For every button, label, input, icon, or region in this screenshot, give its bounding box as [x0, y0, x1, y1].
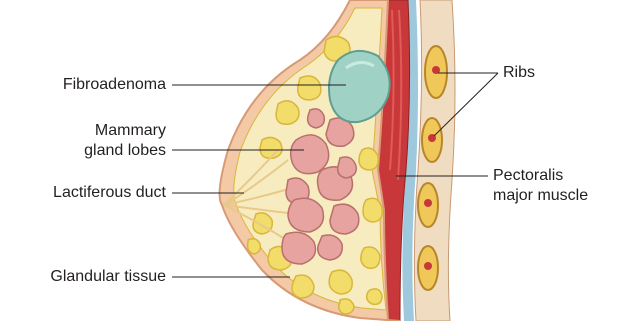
label-mammary-line1: Mammary	[50, 122, 166, 140]
label-pectoralis-line1: Pectoralis	[493, 167, 563, 185]
label-lactiferous-duct: Lactiferous duct	[6, 184, 166, 202]
label-pectoralis-line2: major muscle	[493, 187, 588, 205]
label-glandular-tissue: Glandular tissue	[6, 268, 166, 286]
label-ribs: Ribs	[503, 64, 535, 82]
label-mammary-line2: gland lobes	[50, 142, 166, 160]
label-fibroadenoma: Fibroadenoma	[50, 76, 166, 94]
